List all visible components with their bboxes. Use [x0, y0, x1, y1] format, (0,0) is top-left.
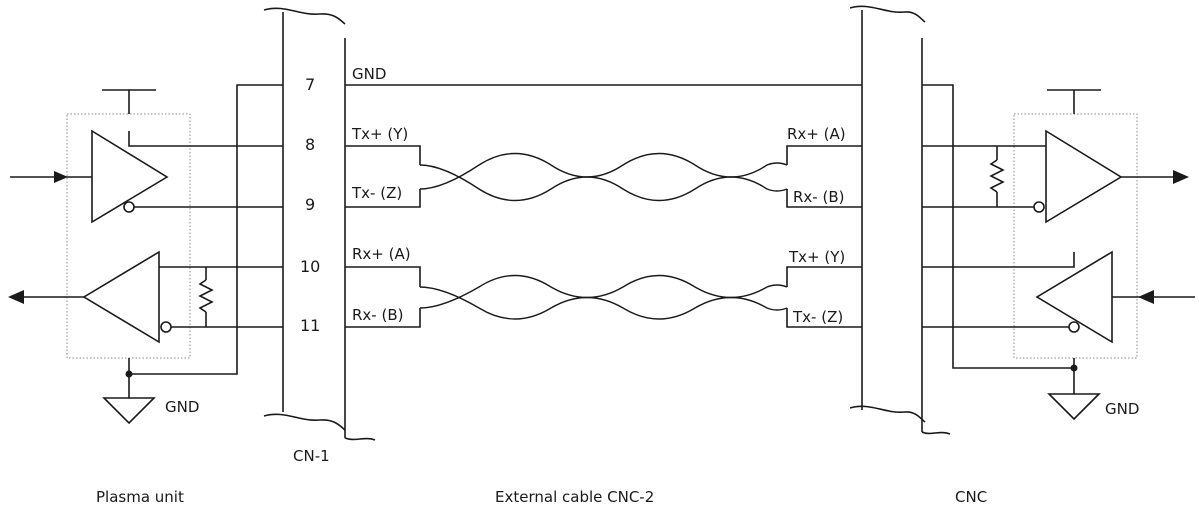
pair2-strand-b	[419, 274, 788, 309]
signal-label-rxn: Rx- (B)	[352, 306, 403, 324]
pair2-stub-right-top	[786, 266, 862, 287]
caption-cnc: CNC	[955, 488, 987, 506]
pair2-stub-left-top	[345, 266, 421, 287]
signal-label-rxp: Rx+ (A)	[352, 245, 411, 263]
signal-label-txp: Tx+ (Y)	[351, 125, 408, 143]
driver-inverting-bubble-right	[1068, 321, 1080, 333]
pair2-strand-a	[419, 286, 788, 320]
plasma-unit-circuit: GND	[8, 84, 283, 425]
pair1-stub-right-top	[786, 145, 862, 165]
caption-plasma-unit: Plasma unit	[96, 488, 184, 506]
receiver-triangle-right	[1045, 129, 1123, 224]
connector-cn1	[263, 7, 376, 441]
driver-out-plus-wire	[128, 131, 283, 147]
pair1-stub-left-top	[345, 145, 421, 165]
pair1-stub-left-bottom	[345, 189, 421, 208]
twisted-pair-1	[345, 145, 862, 208]
cnc-tail	[921, 431, 951, 435]
pair1-strand-a	[419, 164, 788, 202]
driver-inverting-bubble-left	[123, 201, 135, 213]
driver-out-plus-wire-right	[922, 252, 1075, 268]
signal-label-txn: Tx- (Z)	[351, 184, 402, 202]
receiver-inverting-bubble-right	[1033, 201, 1045, 213]
pin-number: 9	[305, 195, 315, 214]
cnc-bottom-break	[849, 405, 926, 423]
caption-external-cable: External cable CNC-2	[495, 488, 654, 506]
cn1-tail	[344, 437, 376, 441]
pin-number: 7	[305, 75, 315, 94]
arrow-right-icon	[54, 171, 68, 183]
pair2-stub-right-bottom	[786, 308, 862, 328]
cn1-top-break	[263, 7, 346, 25]
ground-icon	[102, 397, 156, 425]
pair2-stub-left-bottom	[345, 308, 421, 328]
receiver-triangle-left	[82, 250, 160, 344]
transceiver-box-left	[66, 113, 191, 359]
pin-number: 10	[300, 257, 320, 276]
signal-label-gnd: GND	[352, 65, 386, 83]
receiver-inverting-bubble-left	[160, 321, 172, 333]
gnd-return-wire-right	[922, 84, 1074, 369]
resistor-icon	[198, 279, 214, 313]
cnc-circuit: GND	[922, 84, 1195, 421]
connector-label-cn1: CN-1	[293, 447, 330, 465]
resistor-icon	[989, 159, 1005, 193]
arrow-right-icon	[1173, 170, 1189, 184]
gnd-return-wire-left	[129, 84, 283, 375]
cnc-top-break	[849, 5, 926, 23]
junction-dot-left	[125, 370, 133, 378]
cn1-bottom-break	[263, 413, 346, 431]
pair1-strand-b	[419, 152, 788, 190]
arrow-left-icon	[8, 290, 24, 304]
transceiver-box-right	[1013, 113, 1138, 359]
pin-number: 8	[305, 135, 315, 154]
signal-label-right-txp: Tx+ (Y)	[788, 248, 845, 266]
ground-label-right: GND	[1105, 400, 1139, 418]
arrow-left-icon	[1138, 290, 1154, 304]
pin-number: 11	[300, 316, 320, 335]
signal-label-right-txn: Tx- (Z)	[792, 308, 843, 326]
ground-label-left: GND	[165, 398, 199, 416]
twisted-pair-2	[345, 266, 862, 328]
ground-icon	[1047, 393, 1101, 421]
connector-cnc	[849, 5, 951, 435]
junction-dot-right	[1070, 364, 1078, 372]
signal-label-right-rxp: Rx+ (A)	[787, 125, 846, 143]
signal-label-right-rxn: Rx- (B)	[793, 188, 844, 206]
pair1-stub-right-bottom	[786, 189, 862, 208]
